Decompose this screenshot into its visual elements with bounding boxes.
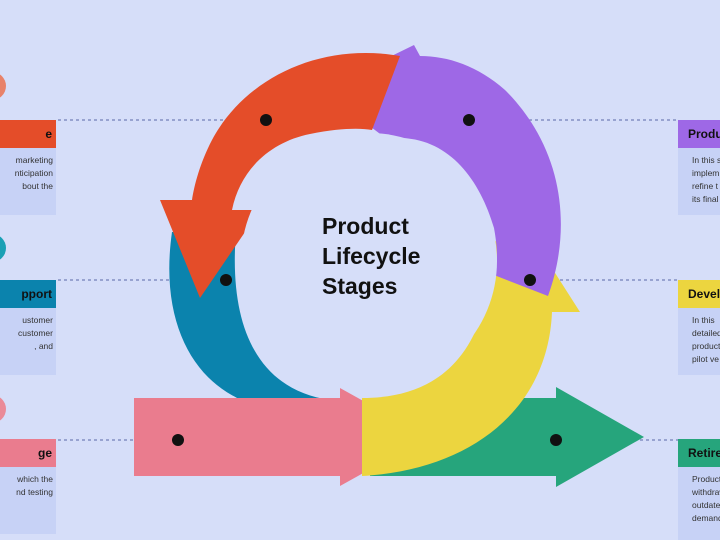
dot-left-2 [220, 274, 232, 286]
stage-description: which the nd testing [0, 467, 56, 534]
stage-card-left-3: ge which the nd testing [0, 439, 56, 534]
title-line-2: Lifecycle [322, 243, 421, 269]
dot-right-2 [524, 274, 536, 286]
stage-header: Devel [678, 280, 720, 308]
step-circle-1 [0, 74, 6, 98]
diagram-title: Product Lifecycle Stages [322, 211, 452, 301]
step-circle-3 [0, 397, 6, 421]
title-line-1: Product [322, 213, 409, 239]
stage-header: Retire [678, 439, 720, 467]
stage-description: In this s implem refine t its final [678, 148, 720, 215]
stage-header: Produ [678, 120, 720, 148]
title-line-3: Stages [322, 273, 398, 299]
stage-description: marketing nticipation bout the [0, 148, 56, 215]
stage-header: e [0, 120, 56, 148]
dot-left-3 [172, 434, 184, 446]
dot-right-1 [463, 114, 475, 126]
purple-arrow [322, 45, 561, 296]
stage-card-left-2: pport ustomer customer , and [0, 280, 56, 375]
stage-description: ustomer customer , and [0, 308, 56, 375]
stage-card-left-1: e marketing nticipation bout the [0, 120, 56, 215]
dot-left-1 [260, 114, 272, 126]
stage-header: ge [0, 439, 56, 467]
stage-header: pport [0, 280, 56, 308]
step-circle-2 [0, 236, 6, 260]
ring-center [241, 133, 497, 389]
dot-right-3 [550, 434, 562, 446]
stage-description: In this detailed product pilot ve [678, 308, 720, 375]
stage-card-right-2: Devel In this detailed product pilot ve [678, 280, 720, 375]
stage-card-right-1: Produ In this s implem refine t its fina… [678, 120, 720, 215]
orange-arrow [160, 52, 400, 298]
pink-arrow [134, 388, 428, 486]
